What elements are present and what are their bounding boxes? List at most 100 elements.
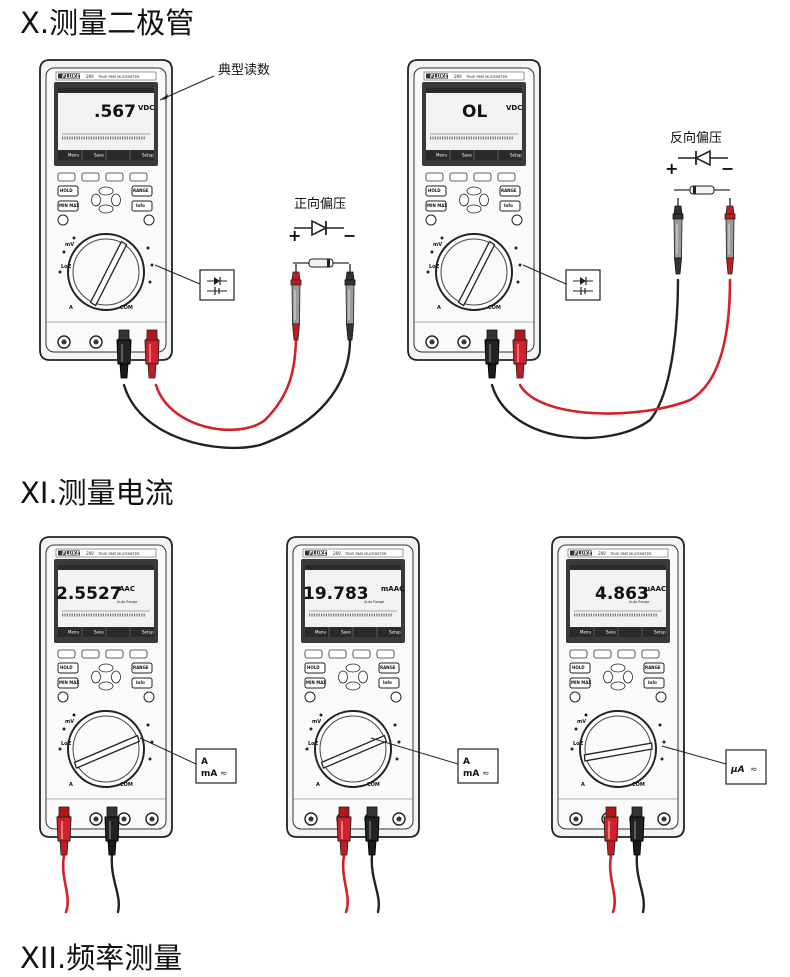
- plug-red: [336, 806, 352, 856]
- dial-callout-box: [195, 748, 237, 784]
- softkey-label: Menu: [315, 630, 326, 635]
- plug-black: [364, 806, 380, 856]
- info-label: Info: [136, 680, 145, 685]
- jack-a-label: A: [69, 782, 73, 788]
- info-label: Info: [648, 680, 657, 685]
- meter-unit: μAAC: [645, 585, 666, 593]
- brand-label: FLUKE: [62, 551, 80, 557]
- brand-label: FLUKE: [309, 551, 327, 557]
- auto-range-label: Auto Range: [629, 600, 649, 604]
- section-heading-diode: X.测量二极管: [20, 6, 195, 40]
- dial-loz-label: LoZ: [308, 741, 319, 747]
- dial-callout-box: [199, 269, 235, 301]
- softkey-label: Setup: [142, 153, 154, 158]
- auto-range-label: Auto Range: [364, 600, 384, 604]
- minus-sign: −: [343, 226, 356, 245]
- jack-com-label: COM: [120, 782, 133, 788]
- model-label: 289: [598, 551, 606, 556]
- ac-dc-icon: ≂: [220, 769, 228, 779]
- forward-bias-label: 正向偏压: [294, 196, 346, 212]
- dial-mv-label: mV: [433, 242, 442, 248]
- jack-com-label: COM: [632, 782, 645, 788]
- plus-sign: +: [665, 159, 678, 178]
- probe-black-reverse: [672, 197, 684, 275]
- plug-black: [484, 329, 500, 379]
- typical-reading-annotation: 典型读数: [218, 63, 270, 78]
- dial-mv-label: mV: [65, 719, 74, 725]
- softkey-label: Menu: [580, 630, 591, 635]
- meter-unit: VDC: [506, 104, 522, 112]
- diode-symbol-forward: [293, 220, 345, 236]
- diode-component: [292, 258, 350, 268]
- model-label: 289: [454, 74, 462, 79]
- hold-label: HOLD: [572, 665, 585, 670]
- multimeter-microamps: [550, 535, 686, 839]
- plug-black: [104, 806, 120, 856]
- ac-dc-icon: ≂: [482, 769, 490, 779]
- meter-unit: mAAC: [381, 585, 404, 593]
- hold-label: HOLD: [428, 188, 441, 193]
- meter-reading: .567: [94, 102, 136, 122]
- minus-sign: −: [721, 159, 734, 178]
- section-heading-current: XI.测量电流: [20, 476, 174, 510]
- meter-reading: OL: [462, 102, 487, 122]
- minmax-label: MIN MAX: [306, 680, 326, 685]
- plus-sign: +: [288, 226, 301, 245]
- dial-callout-box: [725, 749, 767, 785]
- softkey-label: Menu: [68, 630, 79, 635]
- test-leads-current: [61, 853, 646, 914]
- dial-callout-box: [565, 269, 601, 301]
- softkey-label: Setup: [654, 630, 666, 635]
- probe-red-reverse: [724, 197, 736, 275]
- callout-milliamps-label: mA: [201, 769, 217, 779]
- minmax-label: MIN MAX: [571, 680, 591, 685]
- info-label: Info: [383, 680, 392, 685]
- probe-black-forward: [344, 263, 356, 341]
- callout-microamps-label: μA: [730, 765, 745, 775]
- softkey-label: Save: [94, 153, 104, 158]
- subtitle-label: TRUE RMS MULTIMETER: [609, 552, 652, 556]
- meter-reading: 2.5527: [56, 584, 122, 604]
- reverse-bias-label: 反向偏压: [670, 130, 722, 146]
- jack-a-label: A: [581, 782, 585, 788]
- dial-loz-label: LoZ: [429, 264, 440, 270]
- dial-callout-box: [457, 748, 499, 784]
- subtitle-label: TRUE RMS MULTIMETER: [344, 552, 387, 556]
- softkey-label: Setup: [510, 153, 522, 158]
- dial-loz-label: LoZ: [61, 264, 72, 270]
- plug-red: [144, 329, 160, 379]
- plug-red: [56, 806, 72, 856]
- jack-com-label: COM: [488, 305, 501, 311]
- meter-unit: VDC: [138, 104, 154, 112]
- dial-loz-label: LoZ: [61, 741, 72, 747]
- meter-reading: 19.783: [303, 584, 369, 604]
- jack-com-label: COM: [120, 305, 133, 311]
- ac-dc-icon: ≂: [750, 765, 758, 775]
- model-label: 289: [86, 551, 94, 556]
- multimeter-milliamps: [285, 535, 421, 839]
- jack-a-label: A: [69, 305, 73, 311]
- plug-red: [512, 329, 528, 379]
- softkey-label: Save: [606, 630, 616, 635]
- auto-range-label: Auto Range: [117, 600, 137, 604]
- annotation-leader: [159, 75, 215, 101]
- callout-milliamps-label: mA: [463, 769, 479, 779]
- brand-label: FLUKE: [62, 74, 80, 80]
- softkey-label: Setup: [142, 630, 154, 635]
- brand-label: FLUKE: [430, 74, 448, 80]
- subtitle-label: TRUE RMS MULTIMETER: [97, 552, 140, 556]
- brand-label: FLUKE: [574, 551, 592, 557]
- meter-1-header: FLUKE 289 TRUE RMS MULTIMETER FLUKE 289 …: [62, 74, 508, 80]
- dial-mv-label: mV: [65, 242, 74, 248]
- hold-label: HOLD: [307, 665, 320, 670]
- probe-red-forward: [290, 263, 302, 341]
- plug-black: [629, 806, 645, 856]
- range-label: RANGE: [645, 665, 661, 670]
- softkey-label: Menu: [68, 153, 79, 158]
- range-label: RANGE: [133, 665, 149, 670]
- range-label: RANGE: [501, 188, 517, 193]
- subtitle-label: TRUE RMS MULTIMETER: [465, 75, 508, 79]
- softkey-label: Save: [94, 630, 104, 635]
- diode-test-icon: [573, 277, 593, 295]
- multimeter-amps: [38, 535, 174, 839]
